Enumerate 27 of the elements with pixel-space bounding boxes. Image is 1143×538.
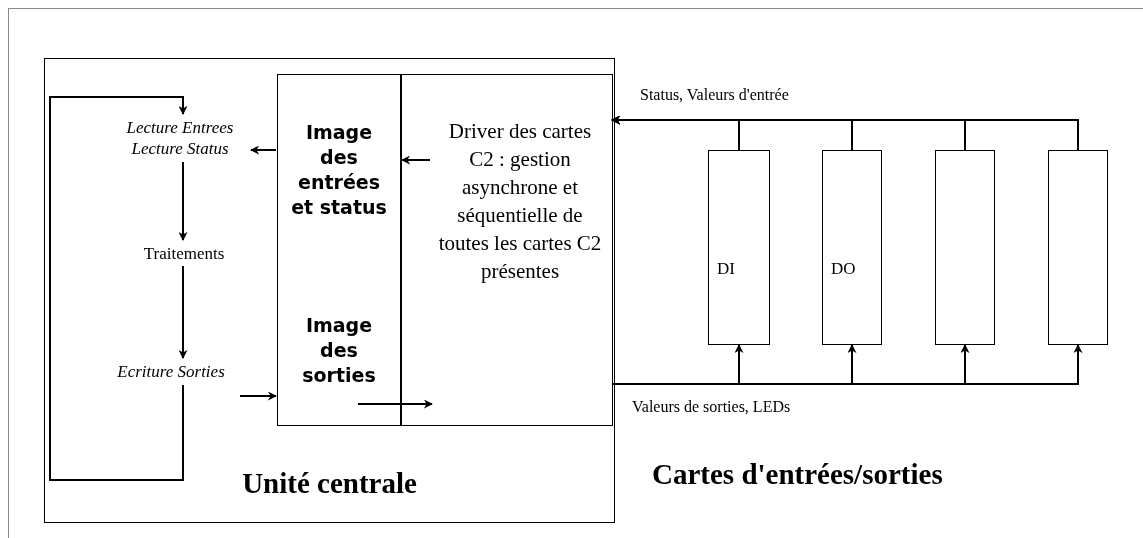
box-text: Driver des cartes C2 : gestion asynchrone et séquentielle de toutes les cartes C2 présentes: [438, 118, 602, 285]
box-text: Image des sorties: [301, 313, 377, 388]
section-title: Cartes d'entrées/sorties: [652, 458, 943, 491]
arrow: [401, 155, 431, 165]
driver-box: [401, 74, 613, 426]
arrow: [611, 115, 1079, 151]
card-box: [708, 150, 770, 345]
step-label: Traitements: [129, 243, 239, 264]
card-box: [935, 150, 995, 345]
arrow: [357, 399, 433, 409]
step-label: Ecriture Sorties: [96, 361, 246, 382]
arrow: [239, 391, 277, 401]
edge-label: Status, Valeurs d'entrée: [640, 86, 789, 104]
arrow: [178, 265, 188, 359]
arrow: [178, 161, 188, 241]
group-title: Unité centrale: [241, 467, 418, 500]
image-box: [277, 74, 401, 426]
box-text: Image des entrées et status: [290, 120, 388, 220]
arrow: [250, 145, 277, 155]
edge-label: Valeurs de sorties, LEDs: [632, 398, 791, 416]
step-label: Lecture Entrees Lecture Status: [106, 117, 254, 159]
group-box: [44, 58, 615, 523]
card-label: DI: [717, 259, 735, 279]
card-box: [1048, 150, 1108, 345]
card-label: DO: [831, 259, 856, 279]
arrow: [49, 96, 188, 481]
card-box: [822, 150, 882, 345]
